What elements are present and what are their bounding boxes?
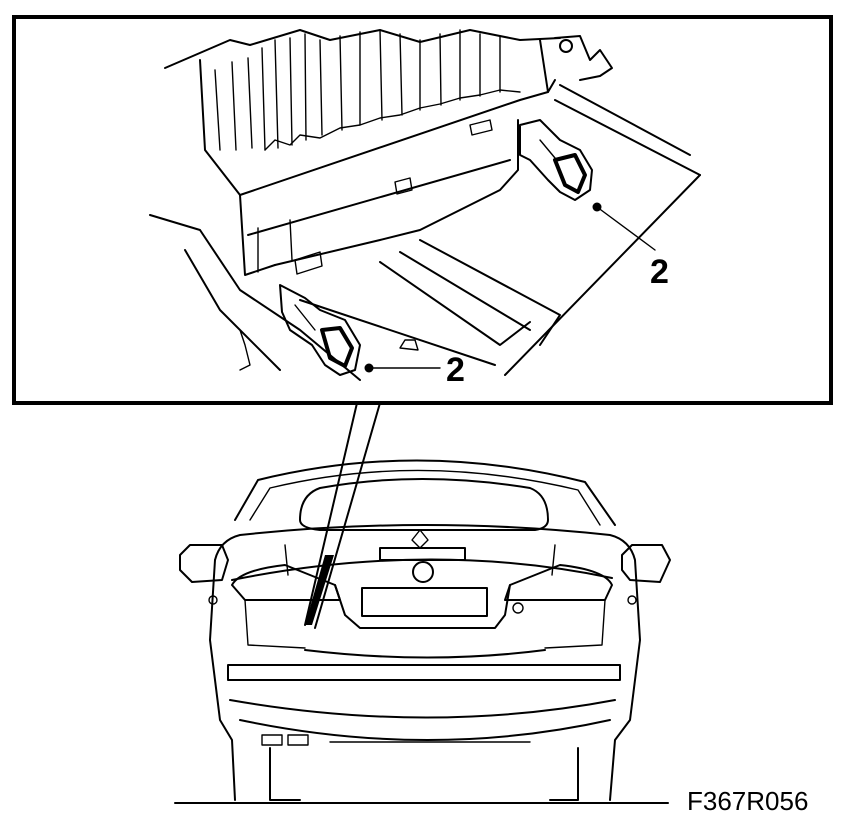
mounting-rails bbox=[149, 84, 701, 381]
bracket-left bbox=[279, 284, 361, 376]
inset-pointer bbox=[304, 402, 381, 629]
control-unit bbox=[164, 29, 613, 276]
inset-frame bbox=[12, 15, 833, 405]
callout-label: 2 bbox=[650, 253, 669, 291]
car-rear-view bbox=[179, 459, 671, 801]
detail-inset: 2 2 bbox=[12, 15, 833, 405]
bracket-right bbox=[519, 119, 593, 201]
figure-code: F367R056 bbox=[687, 786, 808, 816]
callout-label: 2 bbox=[446, 351, 465, 389]
callout-left: 2 bbox=[364, 351, 465, 389]
callout-right: 2 bbox=[592, 202, 669, 291]
